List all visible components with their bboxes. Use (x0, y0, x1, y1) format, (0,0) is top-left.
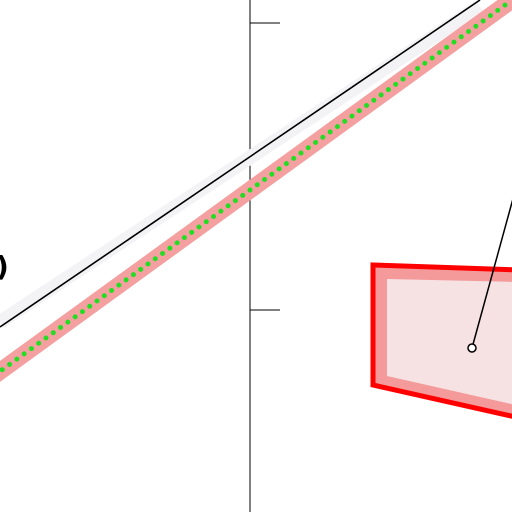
thin-diagonal-line (0, 0, 481, 328)
pointer-line (471, 199, 512, 349)
red-quadrilateral (370, 262, 512, 419)
pointer-line-with-circle (467, 199, 512, 353)
green-dotted-line (0, 0, 512, 375)
pointer-circle-icon (467, 343, 477, 353)
axis-group (249, 0, 280, 512)
quad-fill (387, 279, 512, 405)
partial-label: ) (0, 250, 9, 283)
